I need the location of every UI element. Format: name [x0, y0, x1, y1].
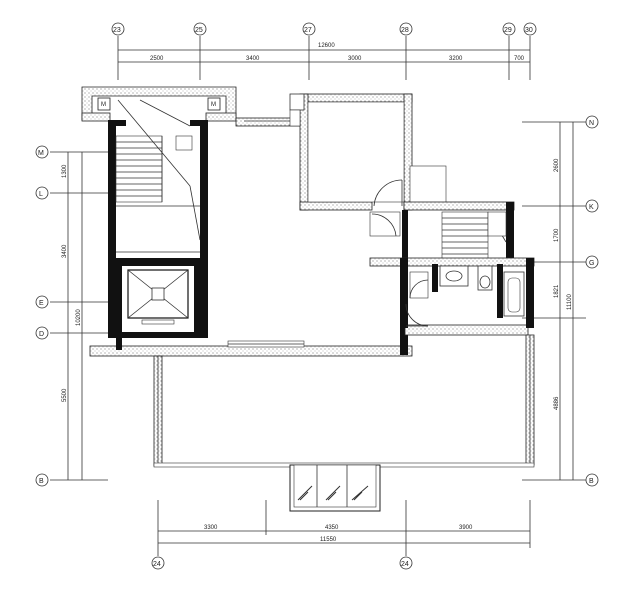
bottom-dim-3: 3900 — [459, 525, 473, 531]
bubble-L: L — [39, 191, 43, 198]
left-grid-bubbles: M L E D B — [35, 145, 49, 487]
bubble-23: 23 — [113, 27, 121, 34]
right-grid-bubbles: N K G B — [585, 115, 599, 487]
bottom-dimension-chain: 3300 4350 3900 11550 — [157, 500, 531, 556]
top-dim-total: 12600 — [318, 43, 335, 49]
bubble-K: K — [589, 204, 594, 211]
top-dim-5: 700 — [514, 56, 525, 62]
bubble-D: D — [39, 331, 44, 338]
top-dim-1: 2500 — [150, 56, 164, 62]
left-dim-2: 3400 — [62, 244, 68, 258]
right-dim-1: 2600 — [554, 158, 560, 172]
top-grid-bubbles: 23 25 27 28 29 30 — [111, 22, 537, 36]
left-dimension-chain: 1300 3400 5500 10200 — [50, 151, 108, 481]
left-dim-1: 1300 — [62, 164, 68, 178]
bubble-B-right: B — [589, 478, 594, 485]
bubble-27: 27 — [304, 27, 312, 34]
bubble-M: M — [38, 150, 44, 157]
left-dim-3: 5500 — [62, 388, 68, 402]
top-dim-4: 3200 — [449, 56, 463, 62]
right-dim-4: 4886 — [554, 396, 560, 410]
bubble-N: N — [589, 120, 594, 127]
bubble-E: E — [39, 300, 44, 307]
svg-text:M: M — [101, 102, 106, 108]
bottom-dim-total: 11550 — [320, 537, 337, 543]
bubble-29: 29 — [504, 27, 512, 34]
bottom-dim-2: 4350 — [325, 525, 339, 531]
left-dim-total: 10200 — [76, 309, 82, 326]
bottom-grid-bubbles: 24 24 — [151, 556, 413, 570]
bubble-25: 25 — [195, 27, 203, 34]
top-dimension-chain: 2500 3400 3000 3200 700 12600 — [117, 36, 531, 80]
top-dim-2: 3400 — [246, 56, 260, 62]
stair-treads-left — [115, 135, 163, 203]
right-dim-2: 1700 — [554, 228, 560, 242]
bubble-24-right: 24 — [401, 561, 409, 568]
bubble-B-left: B — [39, 478, 44, 485]
bubble-G: G — [589, 260, 594, 267]
right-dimension-chain: 2600 1700 1821 4886 11100 — [522, 121, 586, 481]
top-dim-3: 3000 — [348, 56, 362, 62]
building-walls: M M — [81, 86, 535, 357]
right-dim-3: 1821 — [554, 284, 560, 298]
right-dim-total: 11100 — [567, 294, 573, 310]
svg-text:M: M — [211, 102, 216, 108]
bottom-dim-1: 3300 — [204, 525, 218, 531]
bubble-28: 28 — [401, 27, 409, 34]
bubble-30: 30 — [525, 27, 533, 34]
bubble-24-left: 24 — [153, 561, 161, 568]
bay-window — [289, 464, 381, 512]
